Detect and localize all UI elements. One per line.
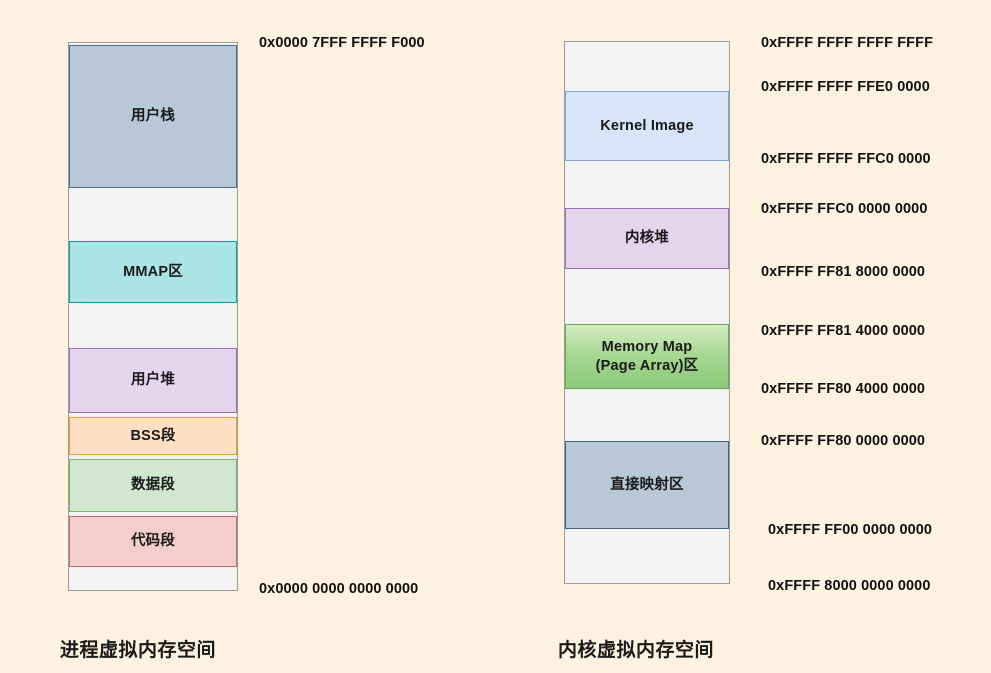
kernel-memory-address-label: 0xFFFF FFFF FFFF FFFF: [761, 35, 934, 51]
kernel-memory-address-label: 0xFFFF FFFF FFE0 0000: [761, 79, 930, 95]
kernel-memory-address-label: 0xFFFF 8000 0000 0000: [768, 578, 931, 594]
process-memory-column: 用户栈 MMAP区用户堆 BSS段数据段代码段: [68, 42, 238, 591]
process-memory-address-label: 0x0000 0000 0000 0000: [259, 581, 419, 597]
process-memory-block: 用户堆: [69, 348, 237, 413]
caption-kernel-memory: 内核虚拟内存空间: [558, 640, 715, 661]
kernel-memory-address-label: 0xFFFF FF80 4000 0000: [761, 381, 926, 397]
kernel-memory-block: Memory Map (Page Array)区: [565, 324, 729, 389]
kernel-memory-address-label: 0xFFFF FF81 4000 0000: [761, 323, 926, 339]
process-memory-block: 代码段: [69, 516, 237, 567]
process-memory-block: 用户栈: [69, 45, 237, 188]
kernel-memory-address-label: 0xFFFF FFC0 0000 0000: [761, 201, 928, 217]
kernel-memory-address-label: 0xFFFF FFFF FFC0 0000: [761, 151, 931, 167]
kernel-memory-column: Kernel Image 内核堆 Memory Map (Page Array)区直…: [564, 41, 730, 584]
kernel-memory-block: 直接映射区: [565, 441, 729, 529]
kernel-memory-address-label: 0xFFFF FF00 0000 0000: [768, 522, 933, 538]
kernel-memory-block: Kernel Image: [565, 91, 729, 161]
process-memory-block: MMAP区: [69, 241, 237, 303]
kernel-memory-address-label: 0xFFFF FF81 8000 0000: [761, 264, 926, 280]
process-memory-address-label: 0x0000 7FFF FFFF F000: [259, 35, 425, 51]
kernel-memory-address-label: 0xFFFF FF80 0000 0000: [761, 433, 926, 449]
caption-process-memory: 进程虚拟内存空间: [60, 640, 217, 661]
process-memory-block: BSS段: [69, 417, 237, 455]
process-memory-block: 数据段: [69, 459, 237, 512]
kernel-memory-block: 内核堆: [565, 208, 729, 269]
